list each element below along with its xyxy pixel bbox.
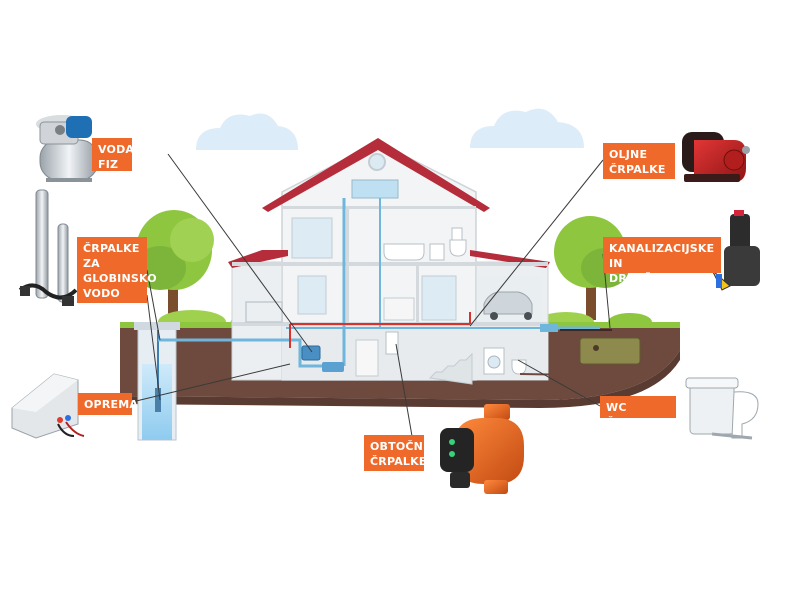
water-pipes <box>158 198 600 368</box>
label-obtocne-crpalke[interactable]: OBTOČNE ČRPALKE <box>364 435 431 471</box>
drain-pipes <box>519 329 641 377</box>
macerator-toilet-icon <box>685 377 759 440</box>
pressure-tank-pump-icon <box>36 115 99 182</box>
house <box>228 138 550 385</box>
label-oprema[interactable]: OPREMA <box>78 393 138 415</box>
heating-pipes <box>289 312 471 348</box>
cloud-left <box>196 113 298 150</box>
basement-equipment <box>301 345 344 372</box>
oil-pump-icon <box>682 132 750 182</box>
cloud-right <box>470 108 584 148</box>
borehole-pump-icon <box>18 189 78 306</box>
label-wc-crpalke[interactable]: WC ČRPALKE <box>600 396 676 429</box>
leader-lines <box>131 153 611 437</box>
septic-tank <box>579 337 641 365</box>
control-panel-icon <box>11 373 85 439</box>
label-voda-fiz[interactable]: VODA FIZ <box>92 138 134 171</box>
sewage-pump-icon <box>711 210 760 291</box>
label-crpalke-globinsko-vodo[interactable]: ČRPALKE ZA GLOBINSKO VODO <box>77 237 157 303</box>
label-oljne-crpalke[interactable]: OLJNE ČRPALKE <box>603 143 675 179</box>
label-kanalizacijske-drenazne-crpalke[interactable]: KANALIZACIJSKE IN DRENŽNE ČRPALKE <box>603 237 721 300</box>
circulation-pump-icon <box>440 404 524 494</box>
tree-left <box>134 210 214 325</box>
